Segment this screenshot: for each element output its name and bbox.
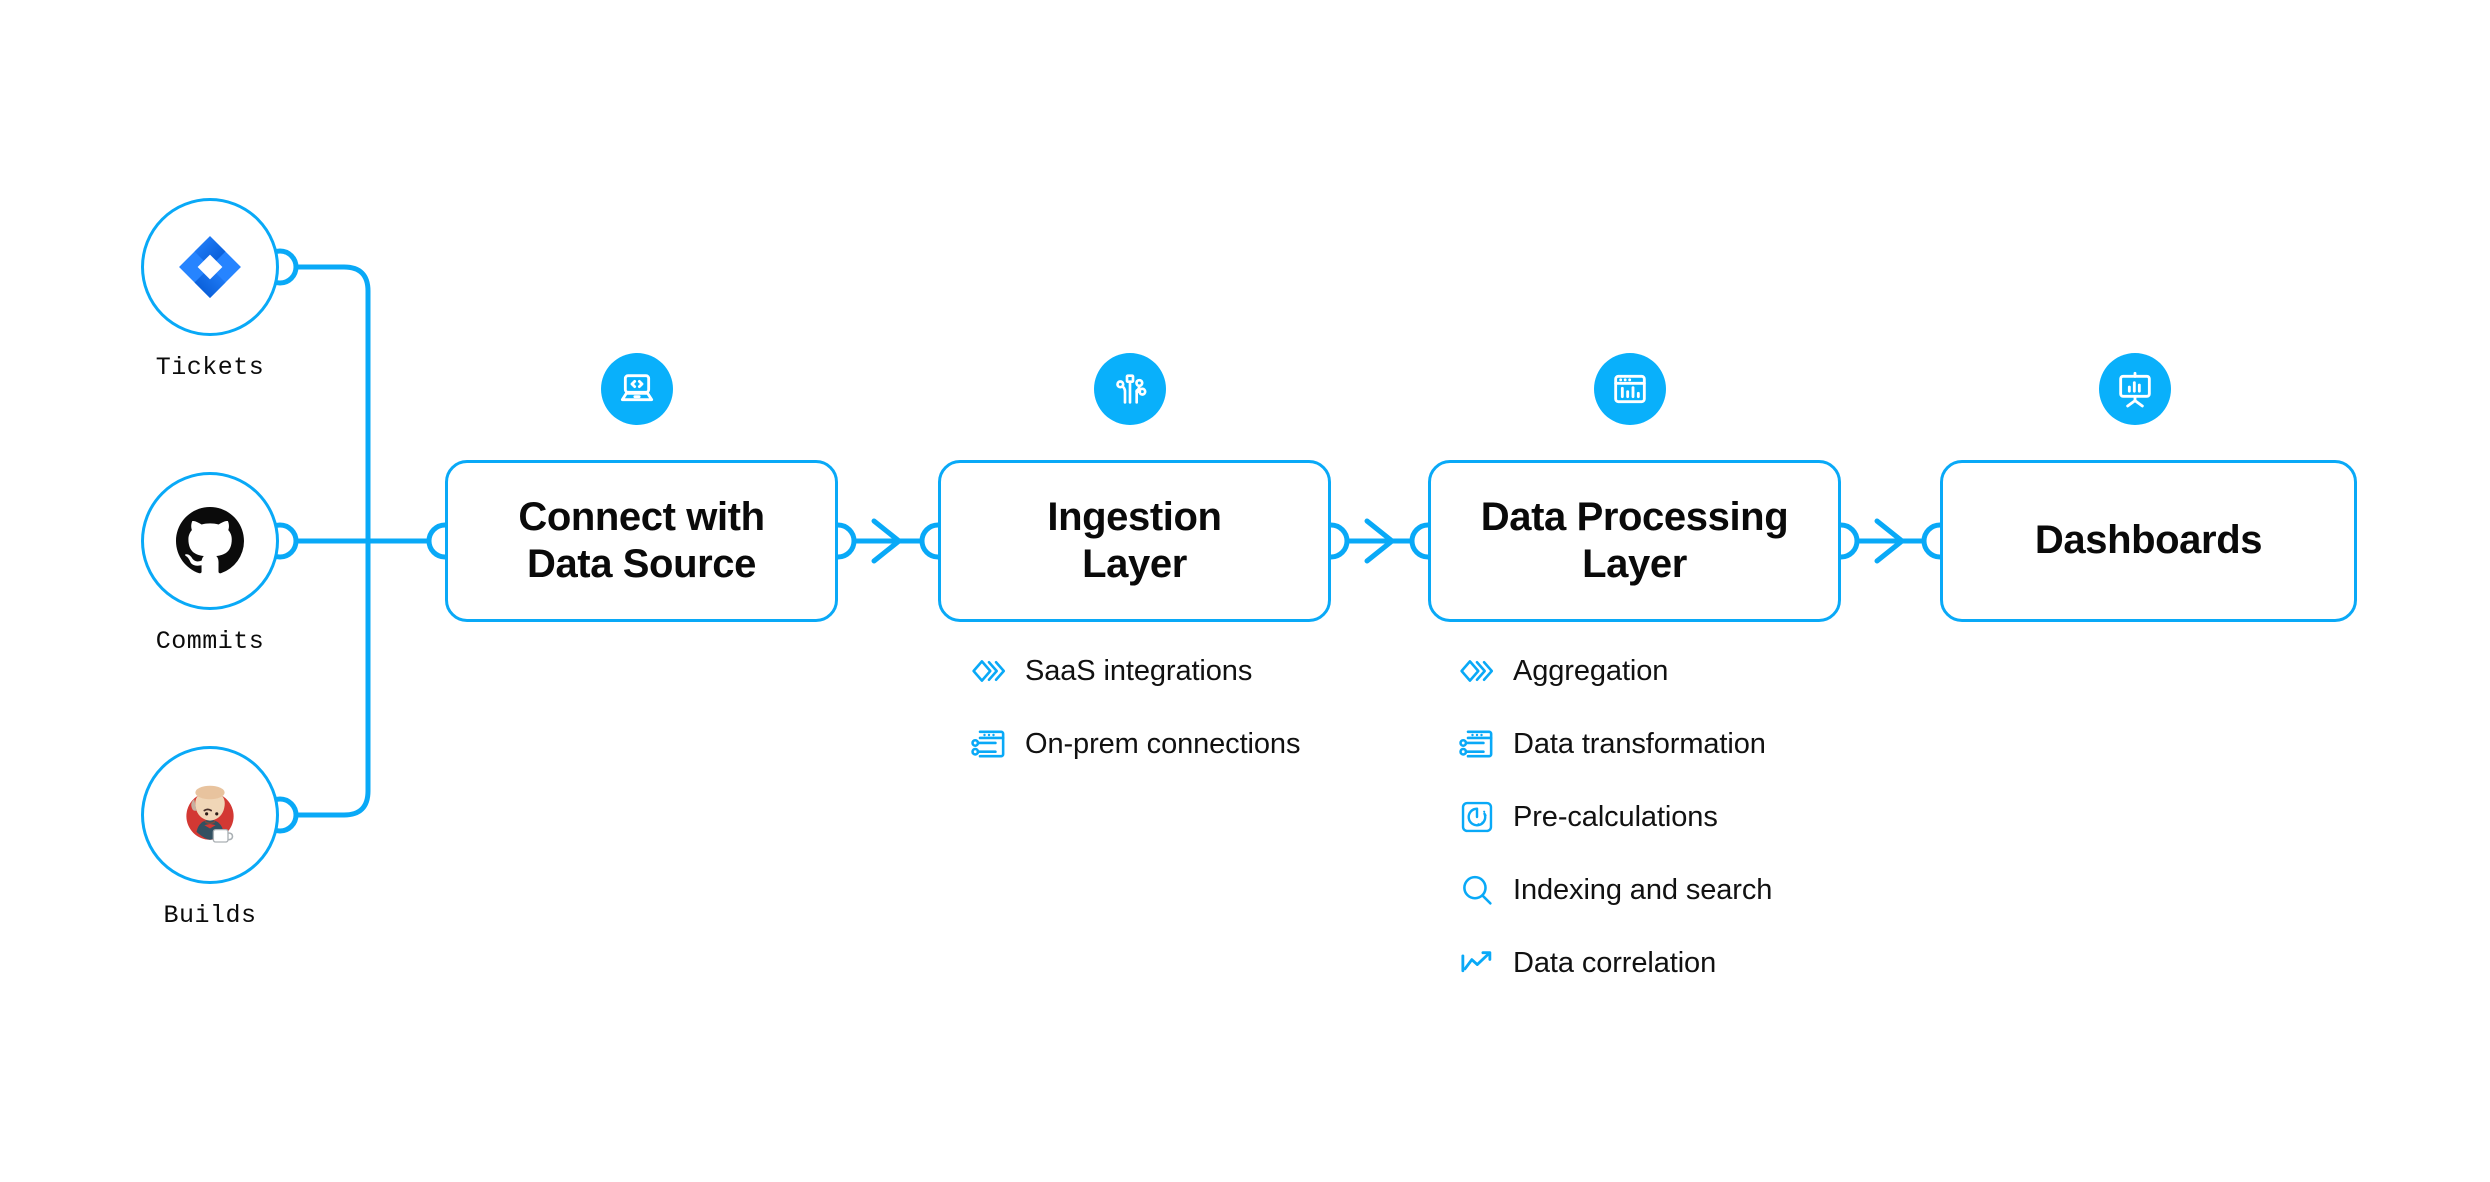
list-item-label: Aggregation — [1513, 654, 1669, 687]
badge-circuit-network-icon — [1094, 353, 1166, 425]
window-sliders-icon — [1458, 725, 1496, 763]
list-item: Data correlation — [1458, 940, 1772, 986]
list-item: On-prem connections — [970, 721, 1300, 767]
source-node-tickets[interactable] — [141, 198, 279, 336]
magnifier-icon — [1458, 871, 1496, 909]
stage-title: Dashboards — [2034, 518, 2263, 563]
list-item: Data transformation — [1458, 721, 1772, 767]
layers-chevron-icon — [970, 652, 1008, 690]
gauge-square-icon — [1458, 798, 1496, 836]
badge-presentation-chart-icon — [2099, 353, 2171, 425]
jenkins-icon — [141, 746, 279, 884]
list-item: Aggregation — [1458, 648, 1772, 694]
stage-title: Connect with Data Source — [518, 494, 765, 586]
source-node-commits[interactable] — [141, 472, 279, 610]
badge-window-chart-icon — [1594, 353, 1666, 425]
window-sliders-icon — [970, 725, 1008, 763]
source-node-builds[interactable] — [141, 746, 279, 884]
source-ring — [141, 472, 279, 610]
list-item-label: Data correlation — [1513, 946, 1717, 979]
stage-title: Data Processing Layer — [1480, 494, 1789, 586]
line-chart-icon — [1458, 944, 1496, 982]
github-icon — [141, 472, 279, 610]
chevron-right-arrow — [1874, 518, 1905, 564]
wire-builds — [292, 538, 371, 818]
wire-tickets — [292, 264, 371, 544]
stage-box-ingestion-layer[interactable]: Ingestion Layer — [938, 460, 1331, 622]
list-item-label: On-prem connections — [1025, 727, 1301, 760]
stage-title: Ingestion Layer — [1047, 494, 1222, 586]
list-item-label: Data transformation — [1513, 727, 1766, 760]
list-item: SaaS integrations — [970, 648, 1300, 694]
bullet-list-data-processing-layer: Aggregation Data transformation — [1458, 648, 1772, 1013]
source-label-builds: Builds — [163, 901, 257, 930]
bullet-list-ingestion-layer: SaaS integrations On-prem connections — [970, 648, 1300, 794]
source-label-commits: Commits — [155, 627, 265, 656]
list-item-label: Indexing and search — [1513, 873, 1773, 906]
stage-box-data-processing-layer[interactable]: Data Processing Layer — [1428, 460, 1841, 622]
stage-box-dashboards[interactable]: Dashboards — [1940, 460, 2357, 622]
source-label-tickets: Tickets — [155, 353, 265, 382]
stage-box-connect-with-data-source[interactable]: Connect with Data Source — [445, 460, 838, 622]
badge-laptop-code-icon — [601, 353, 673, 425]
chevron-right-arrow — [871, 518, 902, 564]
list-item: Pre-calculations — [1458, 794, 1772, 840]
jira-icon — [141, 198, 279, 336]
layers-chevron-icon — [1458, 652, 1496, 690]
chevron-right-arrow — [1364, 518, 1395, 564]
list-item-label: Pre-calculations — [1513, 800, 1718, 833]
list-item: Indexing and search — [1458, 867, 1772, 913]
list-item-label: SaaS integrations — [1025, 654, 1253, 687]
